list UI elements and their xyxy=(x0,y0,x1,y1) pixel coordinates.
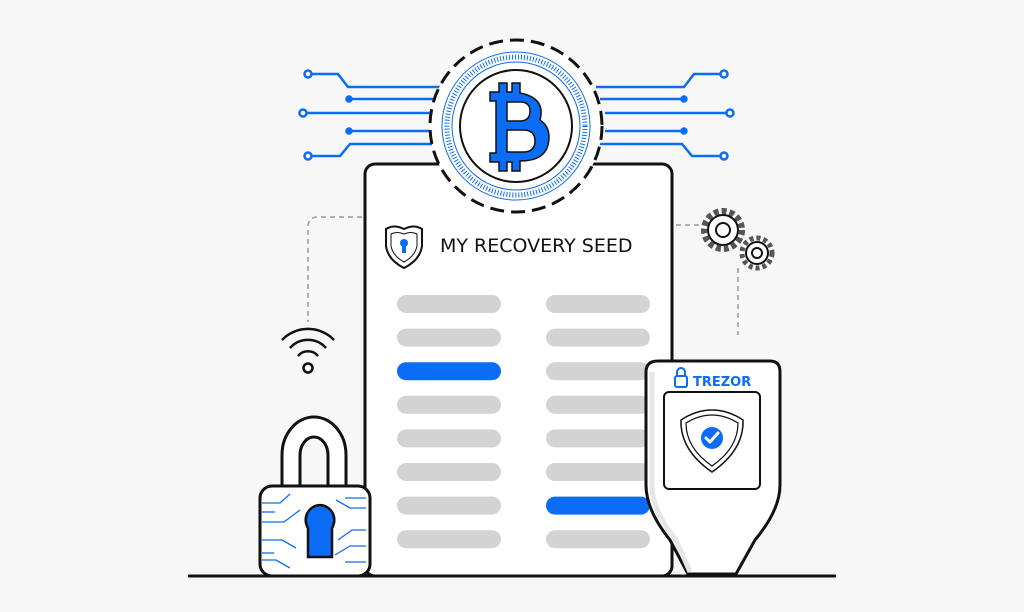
device-brand: TREZOR xyxy=(693,375,751,390)
seed-word-bar-right-2 xyxy=(546,328,650,347)
seed-word-bar-left-1 xyxy=(397,295,501,313)
seed-word-bar-right-8 xyxy=(546,530,650,549)
padlock-icon xyxy=(258,415,372,578)
seed-word-bar-left-4 xyxy=(397,395,501,414)
trezor-device: TREZOR xyxy=(644,359,782,576)
seed-word-bar-right-4 xyxy=(546,395,650,414)
seed-word-bar-left-5 xyxy=(397,429,501,448)
seed-word-bar-left-7 xyxy=(397,496,501,515)
dashed-connectors xyxy=(307,216,739,335)
gear-icon xyxy=(701,208,775,271)
seed-word-bar-left-2 xyxy=(397,328,501,347)
seed-word-bar-left-8 xyxy=(397,530,501,549)
seed-word-bar-right-1 xyxy=(546,295,650,313)
seed-word-bars xyxy=(397,295,650,549)
lock-icon xyxy=(674,367,688,388)
bitcoin-icon xyxy=(489,82,550,172)
wifi-icon xyxy=(281,327,335,374)
bitcoin-coin xyxy=(428,38,604,214)
seed-word-bar-right-5 xyxy=(546,429,650,448)
seed-word-bar-right-7 xyxy=(546,496,650,515)
shield-keyhole-icon xyxy=(385,225,423,270)
seed-word-bar-right-6 xyxy=(546,463,650,481)
document-title: MY RECOVERY SEED xyxy=(440,235,632,257)
seed-word-bar-left-6 xyxy=(397,463,501,481)
circuit-lines xyxy=(298,69,735,161)
checkmark-icon xyxy=(701,427,723,449)
seed-word-bar-right-3 xyxy=(546,362,650,381)
seed-word-bar-left-3 xyxy=(397,362,501,381)
